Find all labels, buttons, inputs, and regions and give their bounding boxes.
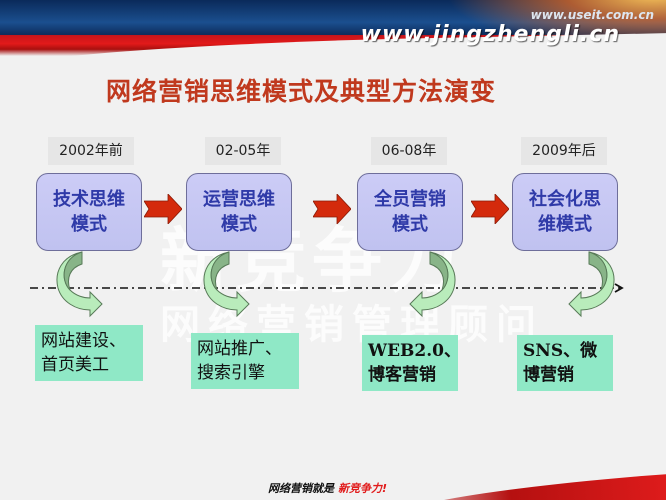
practice-box-website: 网站建设、 首页美工	[35, 325, 143, 381]
practice-box-seo: 网站推广、 搜索引擎	[191, 333, 299, 389]
footer-swoosh	[375, 473, 666, 500]
site-url: www.jingzhengli.cn	[360, 22, 620, 47]
curved-arrow-icon	[56, 251, 103, 318]
mode-text-line1: 技术思维	[53, 189, 125, 210]
practice-text-line2: 首页美工	[41, 355, 109, 375]
mode-text-line2: 模式	[221, 214, 257, 235]
practice-text-line1: 网站建设、	[41, 331, 126, 351]
mode-box-technical: 技术思维 模式	[36, 173, 142, 251]
timeline-arrow-icon	[30, 283, 624, 293]
practice-text-line1: 网站推广、	[197, 339, 282, 359]
red-arrow-icon	[313, 194, 351, 224]
practice-text-line1: WEB2.0、	[368, 341, 461, 361]
footer-slogan: 网络营销就是新竞争力!	[268, 480, 387, 496]
curved-arrow-icon	[409, 251, 456, 318]
mode-text-line2: 维模式	[538, 214, 592, 235]
mode-text-line2: 模式	[71, 214, 107, 235]
small-url: www.useit.com.cn	[530, 8, 654, 22]
red-arrow-icon	[144, 194, 182, 224]
curved-arrow-icon	[203, 251, 250, 318]
period-label-1: 2002年前	[48, 137, 134, 165]
period-label-3: 06-08年	[371, 137, 447, 165]
practice-text-line2: 搜索引擎	[197, 363, 265, 383]
period-label-2: 02-05年	[205, 137, 281, 165]
practice-text-line2: 博营销	[523, 365, 574, 385]
mode-box-operations: 运营思维 模式	[186, 173, 292, 251]
curved-arrow-icon	[568, 251, 615, 318]
mode-text-line1: 全员营销	[374, 189, 446, 210]
slide-title: 网络营销思维模式及典型方法演变	[106, 77, 497, 106]
footer-brand: 新竞争力!	[338, 482, 388, 495]
mode-text-line2: 模式	[392, 214, 428, 235]
mode-box-social: 社会化思 维模式	[512, 173, 618, 251]
mode-text-line1: 运营思维	[203, 189, 275, 210]
header-banner: www.useit.com.cn www.jingzhengli.cn	[0, 0, 666, 56]
practice-box-sns: SNS、微 博营销	[517, 335, 613, 391]
red-arrow-icon	[471, 194, 509, 224]
practice-box-blog: WEB2.0、 博客营销	[362, 335, 461, 391]
practice-text-line2: 博客营销	[368, 365, 436, 385]
mode-text-line1: 社会化思	[529, 189, 601, 210]
practice-text-line1: SNS、微	[523, 341, 598, 361]
footer-slogan-text: 网络营销就是	[268, 482, 334, 495]
period-label-4: 2009年后	[521, 137, 607, 165]
mode-box-all-staff: 全员营销 模式	[357, 173, 463, 251]
